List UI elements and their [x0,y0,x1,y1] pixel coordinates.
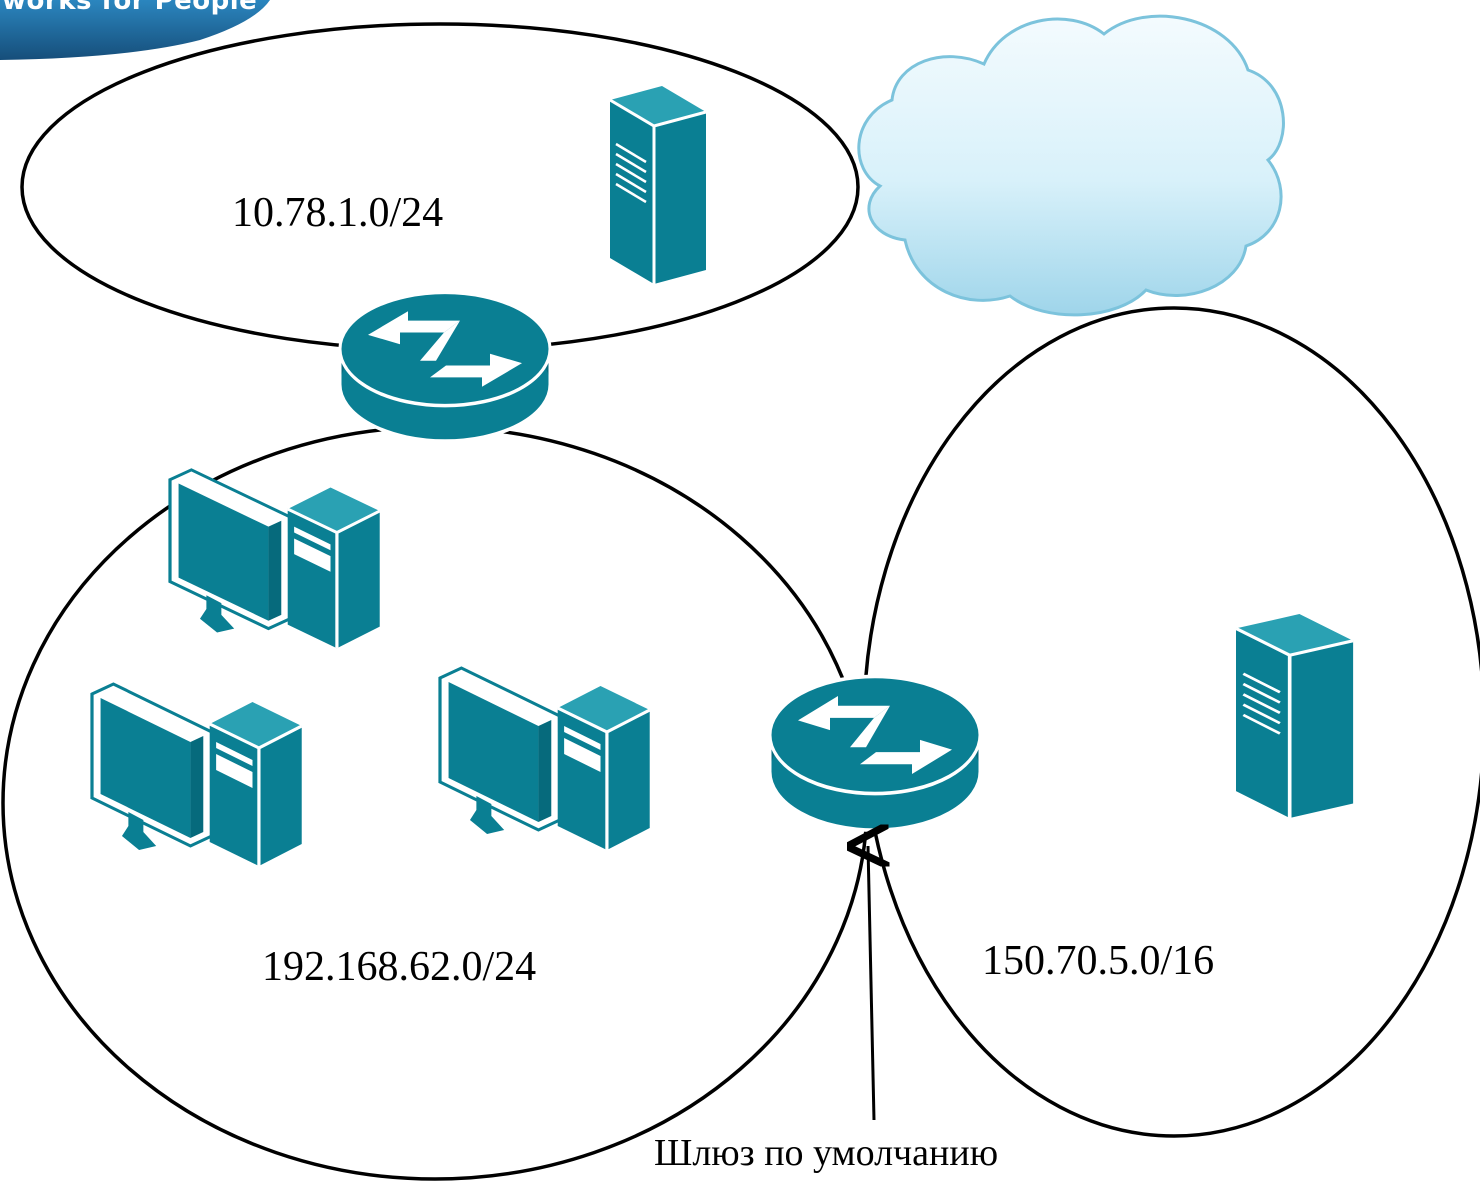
banner-shape [0,0,270,60]
arrow-icon [868,846,874,1121]
gateway-label: Шлюз по умолчанию [654,1132,999,1174]
banner-text: works for People [2,0,258,16]
subnet-label-top: 10.78.1.0/24 [232,190,444,236]
subnet-label-right: 150.70.5.0/16 [982,938,1215,984]
workstation-icon-3 [438,666,652,852]
subnet-label-left: 192.168.62.0/24 [262,944,537,990]
banner: works for People [0,0,300,62]
router-icon-gateway [768,674,982,832]
router-icon-top [338,290,552,443]
workstation-icon-2 [90,682,304,868]
workstation-icon-1 [168,468,382,650]
server-icon-right [1234,612,1355,820]
cloud-icon [857,14,1285,317]
server-icon-top [608,84,708,286]
